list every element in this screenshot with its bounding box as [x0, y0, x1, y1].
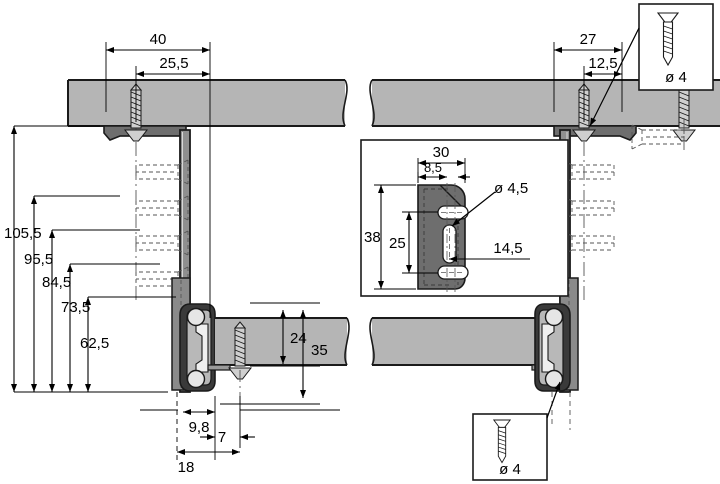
- dim-62-5-label: 62,5: [80, 335, 109, 352]
- screw-callout-top-label: ø 4: [665, 69, 687, 86]
- right-drawer-slide-rail: [534, 303, 571, 392]
- break-line-top-left: [342, 79, 348, 127]
- dim-7-label: 7: [218, 429, 226, 446]
- bracket-slot-lower: [437, 265, 469, 280]
- dim-105-5-label: 105,5: [4, 225, 42, 242]
- dim-84-5-label: 84,5: [42, 274, 71, 291]
- dim-8-5-label: 8,5: [424, 160, 442, 175]
- dimension-group-drawer-vertical: 24 35: [220, 302, 328, 405]
- screw-callout-bottom-label: ø 4: [499, 461, 521, 478]
- dim-25-5-label: 25,5: [159, 55, 188, 72]
- screw-callout-bottom: ø 4: [472, 381, 561, 481]
- dim-25-label: 25: [389, 235, 406, 252]
- break-line-drawer-right: [369, 317, 375, 366]
- bracket-slot-middle: [442, 224, 457, 264]
- dim-40-label: 40: [150, 31, 167, 48]
- detail-inset-bracket: 30 8,5 38 25 14,5 ø 4,5: [360, 139, 569, 297]
- screw-callout-top-leader: [589, 27, 640, 127]
- left-assembly: [103, 83, 216, 393]
- dim-38-label: 38: [364, 229, 381, 246]
- dimension-group-bottom: 9,8 7 18: [140, 392, 340, 476]
- left-drawer-slide-rail: [179, 303, 216, 392]
- screw-callout-top-frame: [638, 3, 714, 91]
- dim-95-5-label: 95,5: [24, 251, 53, 268]
- break-line-top-right: [369, 79, 375, 127]
- dimension-group-left-vertical: 105,5 95,5 84,5 73,5 62,5: [4, 125, 176, 393]
- dim-14-5-label: 14,5: [493, 240, 522, 257]
- screw-callout-top: ø 4: [589, 3, 714, 127]
- dim-35-label: 35: [311, 342, 328, 359]
- dimension-group-top-right: 27 12,5: [553, 31, 623, 122]
- ball-bearing-lower: [186, 369, 206, 389]
- dim-12-5-label: 12,5: [588, 55, 617, 72]
- dim-24-label: 24: [290, 330, 307, 347]
- break-line-drawer-left: [344, 317, 350, 366]
- ball-bearing-upper: [186, 307, 206, 327]
- screw-callout-bottom-frame: [472, 413, 548, 481]
- dimension-group-top-left: 40 25,5: [105, 31, 211, 318]
- dim-9-8-label: 9,8: [189, 419, 210, 436]
- dim-30-label: 30: [433, 144, 450, 161]
- dim-73-5-label: 73,5: [61, 299, 90, 316]
- hole-diameter-label: ø 4,5: [494, 180, 528, 197]
- dim-18-label: 18: [178, 459, 195, 476]
- dim-27-label: 27: [580, 31, 597, 48]
- screw-callout-bottom-leader: [546, 381, 561, 419]
